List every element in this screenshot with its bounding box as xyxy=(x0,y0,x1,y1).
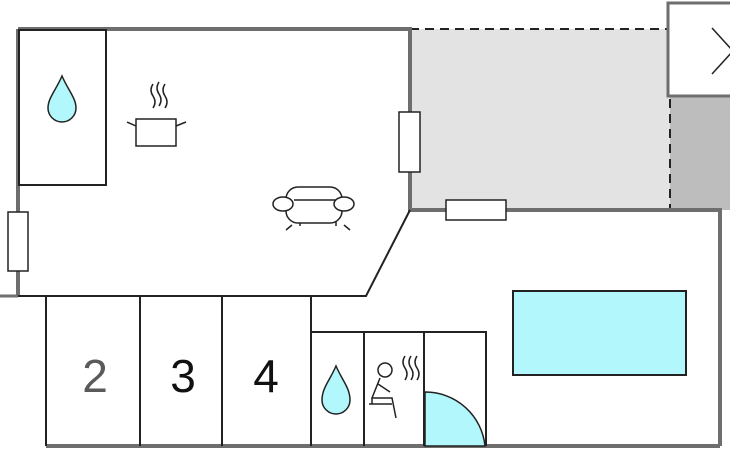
terrace xyxy=(410,28,730,210)
shower-icon xyxy=(424,391,486,447)
bedroom-4-number: 4 xyxy=(253,350,279,402)
window xyxy=(7,211,29,272)
window xyxy=(445,199,507,221)
bedroom-2-number: 2 xyxy=(82,350,108,402)
water-drop-icon xyxy=(321,364,351,415)
kitchen-counter xyxy=(18,29,107,186)
bedroom-3-number: 3 xyxy=(170,350,196,402)
water-drop-icon xyxy=(47,74,77,123)
entrance-arrow-icon xyxy=(711,27,730,75)
windows xyxy=(7,111,507,272)
window xyxy=(398,111,421,173)
sauna-icon xyxy=(369,355,420,419)
cooking-pot-icon xyxy=(126,81,187,147)
pool xyxy=(512,290,687,376)
entrance-box xyxy=(666,1,730,98)
sofa-icon xyxy=(272,186,355,231)
